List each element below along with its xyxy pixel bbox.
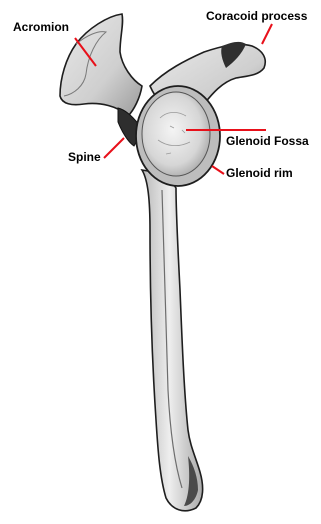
acromion-shape (60, 14, 142, 116)
leader-line-glenoid-rim (212, 166, 224, 174)
scapula-body (142, 170, 203, 511)
leader-line-coracoid (262, 24, 272, 44)
label-glenoid-rim: Glenoid rim (226, 166, 293, 180)
leader-line-spine (104, 138, 124, 158)
label-spine: Spine (68, 150, 101, 164)
glenoid-fossa-shape (142, 92, 210, 176)
label-glenoid-fossa: Glenoid Fossa (226, 134, 309, 148)
label-acromion: Acromion (13, 20, 69, 34)
label-coracoid-process: Coracoid process (206, 9, 307, 23)
